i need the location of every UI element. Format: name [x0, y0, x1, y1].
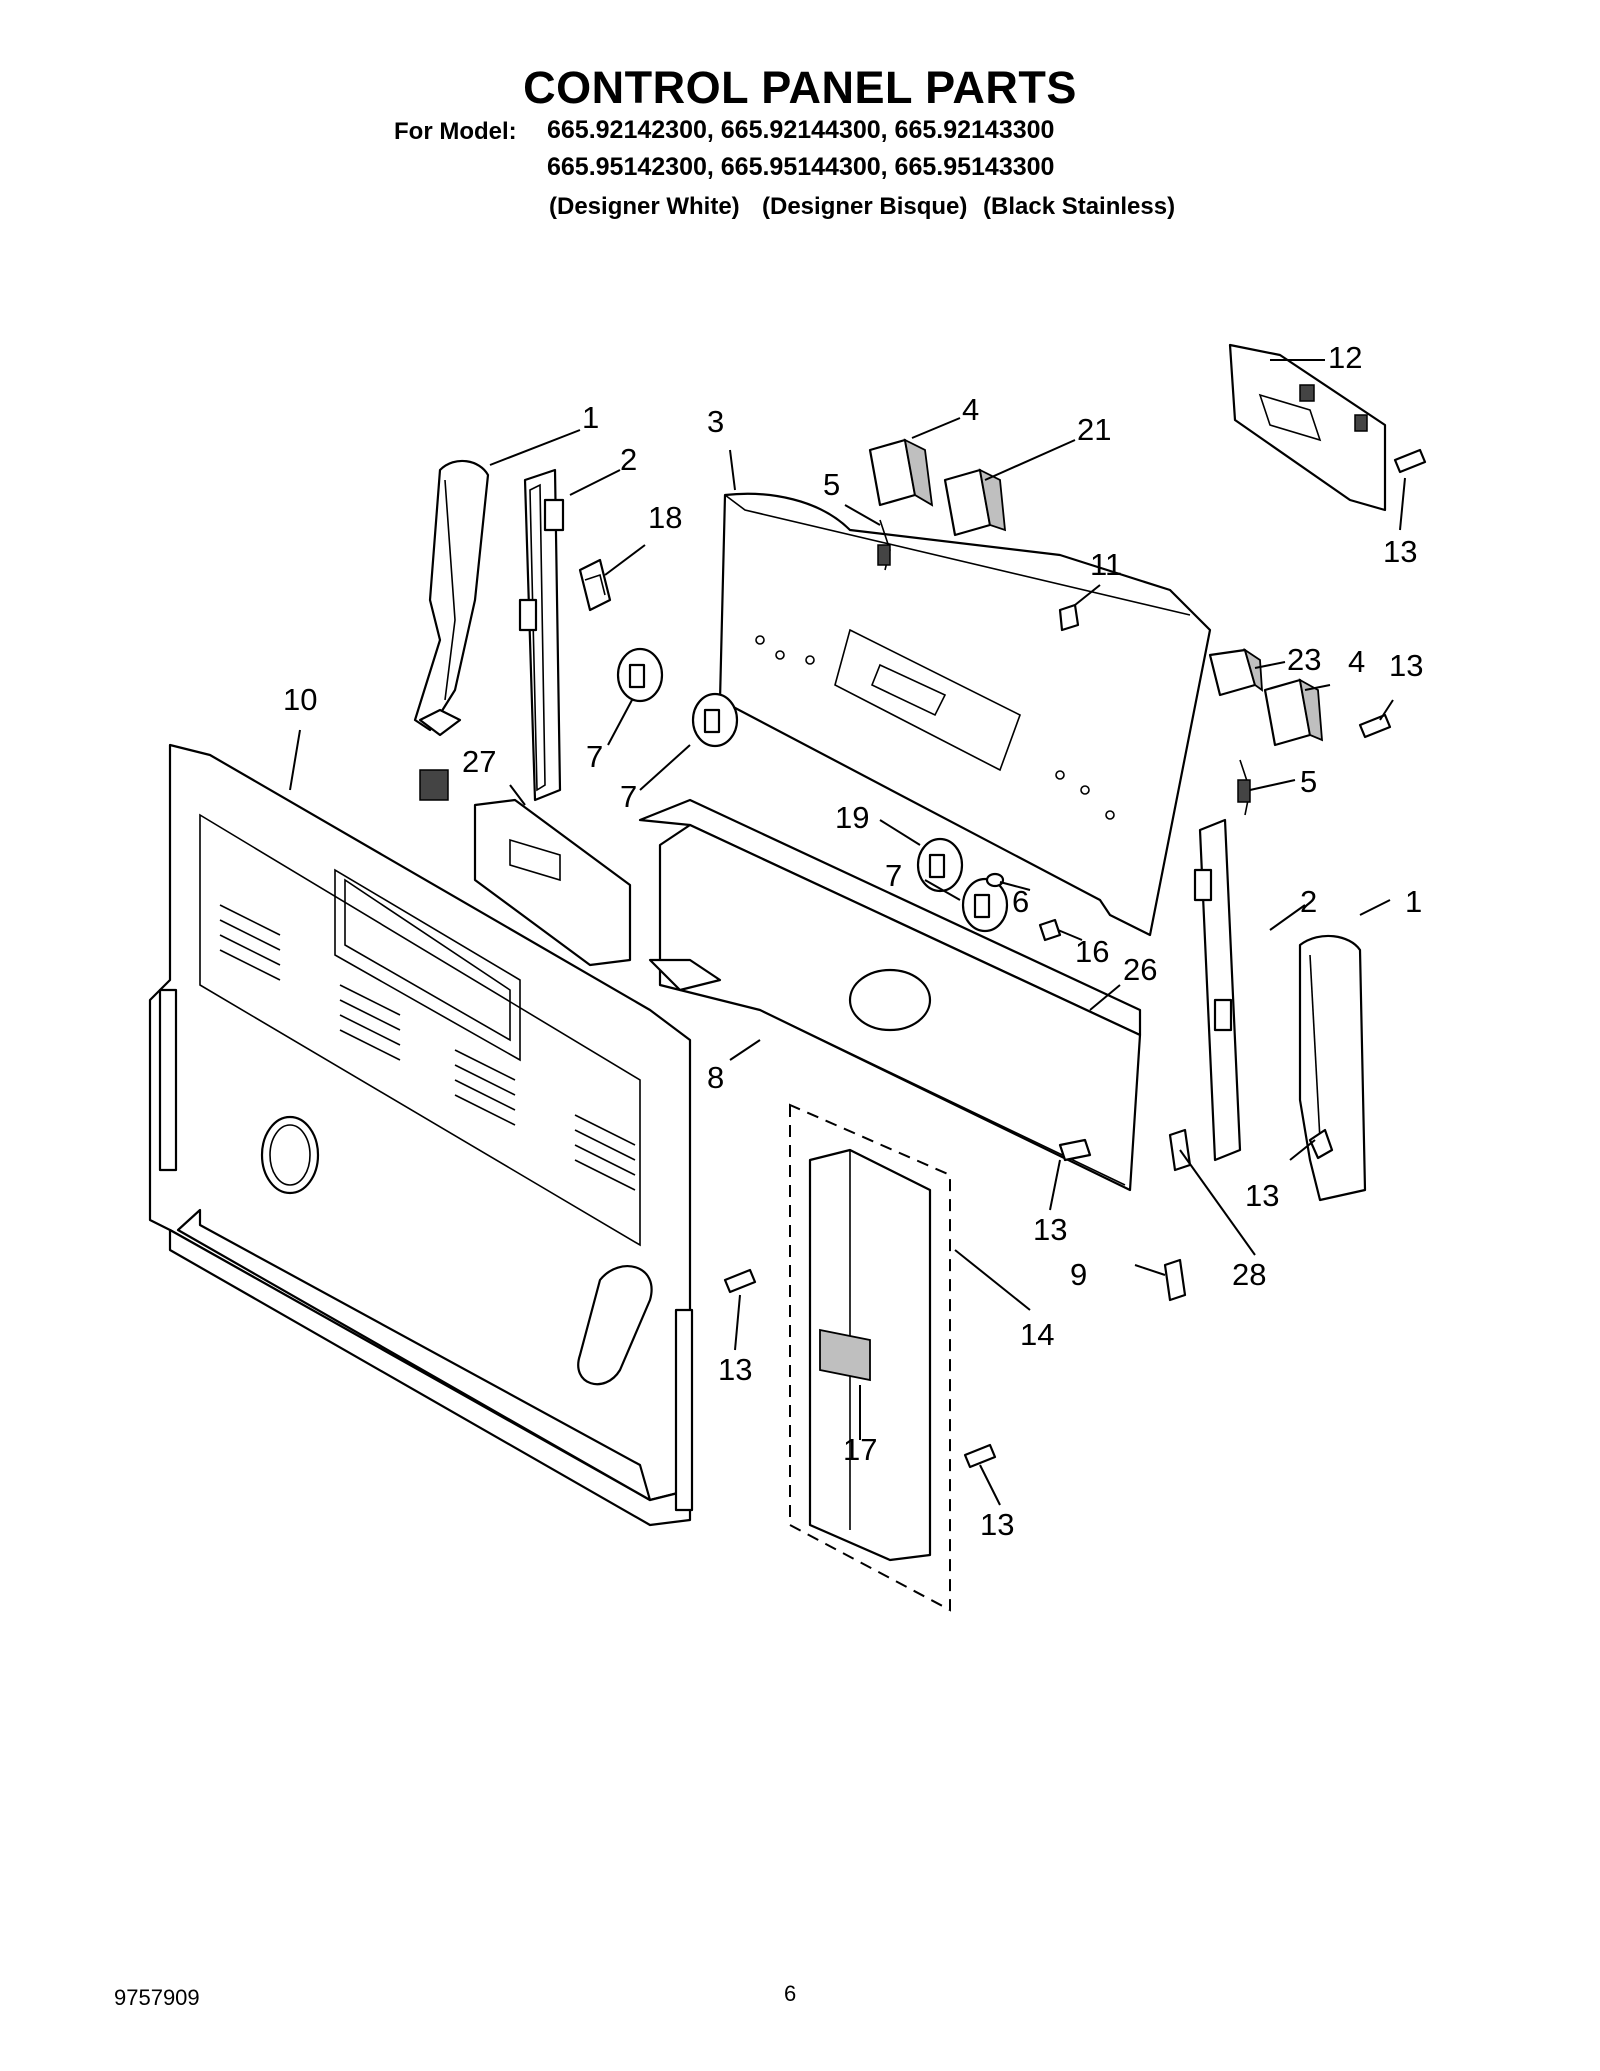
variant-designer-bisque: (Designer Bisque) [762, 193, 968, 220]
part-13-screw-b [1358, 713, 1392, 739]
part-13-screw-f [963, 1443, 997, 1469]
part-9-screw [1163, 1258, 1187, 1302]
part-18-clip [578, 558, 612, 612]
part-7-knob-1 [616, 647, 664, 703]
model-numbers-line-1: 665.92142300, 665.92144300, 665.92143300 [547, 116, 1055, 144]
callout-26: 26 [1123, 952, 1157, 987]
part-23-switch [1208, 647, 1264, 697]
model-numbers-line-2: 665.95142300, 665.95144300, 665.95143300 [547, 153, 1055, 181]
callout-4-right: 4 [1348, 644, 1365, 679]
part-5-harness-top [877, 519, 891, 571]
part-4-switch-top [868, 438, 934, 507]
variant-designer-white: (Designer White) [549, 193, 740, 220]
callout-21: 21 [1077, 412, 1111, 447]
callout-3: 3 [707, 404, 724, 439]
part-13-screw-c [1058, 1138, 1092, 1162]
callout-17: 17 [843, 1432, 877, 1467]
part-1-right-end-cap [1298, 934, 1367, 1202]
part-7-knob-3 [961, 877, 1009, 933]
part-3-control-console [718, 492, 1212, 937]
callout-23: 23 [1287, 642, 1321, 677]
part-19-knob [916, 837, 964, 893]
callout-9: 9 [1070, 1257, 1087, 1292]
leader-lines [289, 359, 1406, 1506]
part-2-right-bracket [1193, 818, 1242, 1162]
part-4-switch-right [1263, 678, 1324, 747]
callout-7-b: 7 [620, 779, 637, 814]
part-13-screw-d [1308, 1128, 1334, 1160]
part-1-left-end-cap [413, 459, 490, 737]
page-number: 6 [784, 1981, 797, 2006]
callout-19: 19 [835, 800, 869, 835]
part-5-harness-right [1237, 759, 1251, 816]
part-11-clip [1058, 603, 1080, 632]
page-title: CONTROL PANEL PARTS [523, 62, 1077, 113]
callout-12: 12 [1328, 340, 1362, 375]
callout-1-left: 1 [582, 400, 599, 435]
part-21-switch [943, 468, 1007, 537]
part-16-screw [1038, 918, 1062, 942]
callout-11: 11 [1090, 547, 1122, 582]
callout-10: 10 [283, 682, 317, 717]
callout-13-bottom: 13 [980, 1507, 1014, 1542]
variant-black-stainless: (Black Stainless) [983, 193, 1176, 220]
document-number: 9757909 [114, 1985, 200, 2010]
callout-2-left: 2 [620, 442, 637, 477]
part-13-screw-e [723, 1268, 757, 1294]
callout-28: 28 [1232, 1257, 1266, 1292]
callout-7-c: 7 [885, 858, 902, 893]
callout-1-right: 1 [1405, 884, 1422, 919]
callout-16: 16 [1075, 934, 1109, 969]
callout-13-left: 13 [718, 1352, 752, 1387]
callout-13-board: 13 [1383, 534, 1417, 569]
part-6-stop [985, 872, 1005, 888]
part-2-left-bracket [518, 468, 565, 802]
callout-6: 6 [1012, 884, 1029, 919]
part-26-manifold-panel [638, 798, 1142, 1192]
part-7-knob-2 [691, 692, 739, 748]
callout-4-top: 4 [962, 392, 979, 427]
model-label: For Model: [394, 118, 517, 145]
callout-5-top: 5 [823, 467, 840, 502]
callout-7-a: 7 [586, 739, 603, 774]
callout-8: 8 [707, 1060, 724, 1095]
part-10-back-panel [148, 743, 694, 1527]
part-17-label [819, 1328, 871, 1382]
part-14-shield-assembly [789, 1103, 951, 1612]
callout-13-center: 13 [1033, 1212, 1067, 1247]
part-13-screw-a [1393, 448, 1427, 474]
callout-2-right: 2 [1300, 884, 1317, 919]
part-27-overlay [419, 769, 632, 967]
callout-5-right: 5 [1300, 764, 1317, 799]
callout-13-right-top: 13 [1389, 648, 1423, 683]
callout-27: 27 [462, 744, 496, 779]
callout-18: 18 [648, 500, 682, 535]
callout-13-right-bottom: 13 [1245, 1178, 1279, 1213]
callout-14: 14 [1020, 1317, 1054, 1352]
part-12-control-board [1228, 343, 1387, 512]
